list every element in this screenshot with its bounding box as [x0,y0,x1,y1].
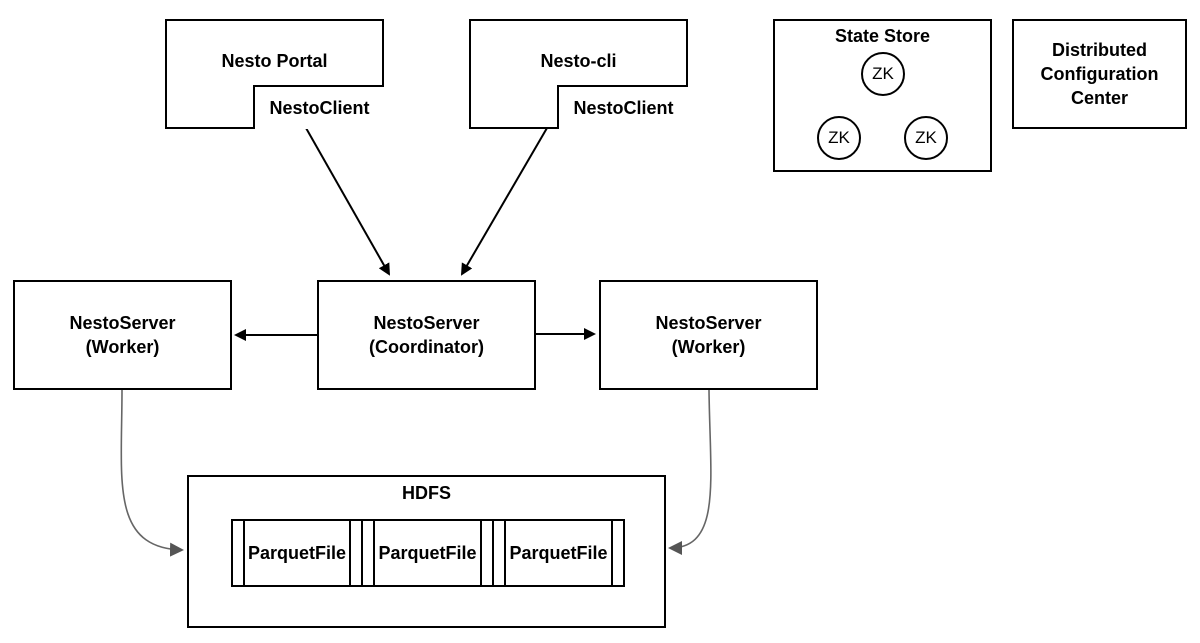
arrow-cli-to-coordinator [460,127,548,276]
coordinator-box[interactable]: NestoServer (Coordinator) [317,280,536,390]
config-center-line1: Distributed [1051,40,1147,60]
hdfs-box[interactable]: HDFS ParquetFile ParquetFile ParquetFile [187,475,666,628]
config-center-line3: Center [1070,88,1128,108]
hdfs-title: HDFS [402,483,451,503]
parquet-file-1-left-bar [243,521,245,585]
state-store-box[interactable]: State Store [773,19,992,172]
nesto-cli-box[interactable]: Nesto-cli NestoClient [469,19,688,129]
coordinator-line1: NestoServer [373,313,480,333]
parquet-file-3[interactable]: ParquetFile [492,519,625,587]
zk-node-right: ZK [904,116,948,160]
parquet-file-3-label: ParquetFile [509,542,608,563]
parquet-file-1-right-bar [349,521,351,585]
parquet-file-2[interactable]: ParquetFile [361,519,494,587]
zk-node-top: ZK [861,52,905,96]
nesto-portal-client: NestoClient [253,85,384,129]
config-center-box[interactable]: Distributed Configuration Center [1012,19,1187,129]
parquet-file-3-right-bar [611,521,613,585]
parquet-file-3-left-bar [504,521,506,585]
arrow-worker-right-to-hdfs [668,389,712,555]
worker-left-line1: NestoServer [69,313,176,333]
arrow-portal-to-coordinator [305,127,390,276]
zk-node-left: ZK [817,116,861,160]
worker-left-line2: (Worker) [85,337,160,357]
arrow-worker-left-to-hdfs [120,389,184,557]
worker-right-line1: NestoServer [655,313,762,333]
nesto-portal-box[interactable]: Nesto Portal NestoClient [165,19,384,129]
parquet-file-1[interactable]: ParquetFile [231,519,363,587]
parquet-file-2-left-bar [373,521,375,585]
coordinator-line2: (Coordinator) [369,337,484,357]
worker-left-box[interactable]: NestoServer (Worker) [13,280,232,390]
nesto-cli-client: NestoClient [557,85,688,129]
worker-left-label: NestoServer (Worker) [15,282,230,388]
nesto-cli-title: Nesto-cli [540,51,617,71]
parquet-file-2-right-bar [480,521,482,585]
config-center-line2: Configuration [1040,64,1159,84]
worker-right-label: NestoServer (Worker) [601,282,816,388]
state-store-title: State Store [834,26,931,46]
config-center-label: Distributed Configuration Center [1014,21,1185,127]
worker-right-line2: (Worker) [671,337,746,357]
parquet-file-1-label: ParquetFile [247,542,347,563]
coordinator-label: NestoServer (Coordinator) [319,282,534,388]
nesto-portal-title: Nesto Portal [221,51,328,71]
parquet-file-2-label: ParquetFile [378,542,477,563]
worker-right-box[interactable]: NestoServer (Worker) [599,280,818,390]
